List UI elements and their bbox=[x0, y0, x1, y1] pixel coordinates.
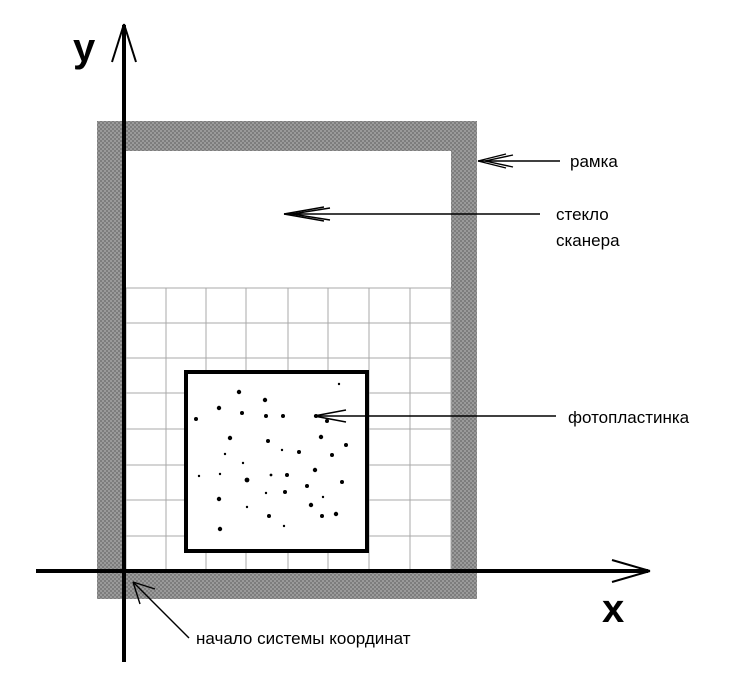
star-dot bbox=[333, 511, 339, 517]
star-dot bbox=[216, 405, 222, 411]
star-dot bbox=[194, 417, 198, 421]
star-dot bbox=[281, 414, 285, 418]
photo-plate bbox=[184, 370, 369, 553]
star-dot bbox=[244, 477, 250, 483]
x-axis: x bbox=[36, 559, 651, 631]
star-dot bbox=[318, 434, 324, 440]
star-dot bbox=[297, 450, 301, 454]
star-dot bbox=[236, 389, 242, 395]
y-axis: y bbox=[73, 23, 137, 662]
star-dot bbox=[285, 473, 289, 477]
origin-label: начало системы координат bbox=[196, 629, 411, 648]
star-dot bbox=[340, 480, 344, 484]
star-dot bbox=[240, 411, 244, 415]
frame-pointer bbox=[477, 153, 560, 169]
star-dot bbox=[264, 414, 268, 418]
star-dot bbox=[269, 473, 273, 477]
glass-pointer bbox=[283, 206, 540, 222]
origin-pointer bbox=[132, 581, 190, 639]
star-dot bbox=[216, 496, 222, 502]
glass-label-line2: сканера bbox=[556, 231, 620, 250]
star-dot bbox=[312, 467, 318, 473]
star-dot bbox=[223, 452, 227, 456]
star-dot bbox=[245, 505, 249, 509]
star-dot bbox=[264, 491, 268, 495]
star-dot bbox=[344, 443, 348, 447]
star-dot bbox=[267, 514, 271, 518]
plate-label: фотопластинка bbox=[568, 408, 690, 427]
star-dot bbox=[218, 472, 222, 476]
star-dot bbox=[337, 382, 341, 386]
y-axis-label: y bbox=[73, 26, 96, 70]
star-dot bbox=[321, 495, 325, 499]
star-dot bbox=[325, 419, 329, 423]
star-dot bbox=[241, 461, 245, 465]
star-dot bbox=[280, 448, 284, 452]
star-dot bbox=[282, 524, 286, 528]
star-dot bbox=[308, 502, 314, 508]
star-dot bbox=[330, 453, 334, 457]
star-dot bbox=[266, 439, 270, 443]
star-dot bbox=[262, 397, 268, 403]
star-dot bbox=[217, 526, 223, 532]
plate-pointer bbox=[313, 409, 556, 423]
x-axis-label: x bbox=[602, 587, 624, 631]
star-dot bbox=[227, 435, 233, 441]
star-dot bbox=[320, 514, 324, 518]
glass-label-line1: стекло bbox=[556, 205, 609, 224]
plate-stars bbox=[194, 382, 348, 532]
frame-label: рамка bbox=[570, 152, 618, 171]
star-dot bbox=[283, 490, 287, 494]
star-dot bbox=[197, 474, 201, 478]
star-dot bbox=[305, 484, 309, 488]
